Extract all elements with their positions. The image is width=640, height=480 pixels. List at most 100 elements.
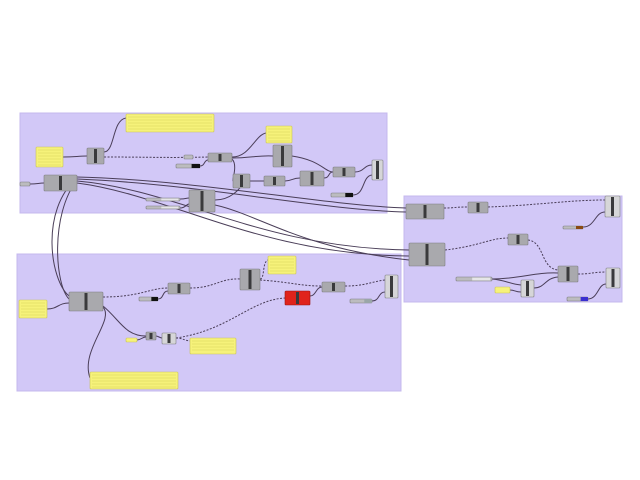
- wire: [103, 117, 127, 153]
- panel[interactable]: [267, 255, 297, 275]
- error-component-node[interactable]: [284, 290, 311, 306]
- wire: [587, 283, 607, 300]
- wires-layer: [29, 117, 607, 379]
- component-node[interactable]: [507, 233, 529, 246]
- slider-track: [161, 198, 179, 201]
- wire: [344, 279, 386, 287]
- component-node[interactable]: [43, 174, 78, 192]
- component-node[interactable]: [321, 281, 346, 293]
- component-node[interactable]: [232, 173, 251, 189]
- wire: [102, 287, 169, 298]
- node-title-bar: [281, 146, 284, 166]
- wire: [527, 239, 559, 271]
- node-title-bar: [200, 191, 204, 211]
- node-title-bar: [376, 161, 379, 179]
- panel-body: [189, 337, 237, 355]
- wire: [136, 336, 147, 341]
- swatch-fill: [191, 164, 200, 168]
- panel[interactable]: [265, 125, 293, 144]
- component-node[interactable]: [467, 201, 489, 214]
- param-node-body: [183, 154, 194, 160]
- group-bottom-left[interactable]: [16, 253, 402, 392]
- panel[interactable]: [494, 286, 511, 294]
- wire: [76, 180, 410, 251]
- node-title-bar: [342, 168, 346, 176]
- groups-layer: [16, 112, 623, 392]
- node-title-bar: [167, 334, 171, 343]
- wire: [76, 178, 407, 213]
- component-node[interactable]: [384, 274, 399, 299]
- colour-swatch-grey[interactable]: [349, 298, 373, 304]
- component-node[interactable]: [604, 195, 621, 218]
- component-node[interactable]: [161, 332, 177, 345]
- param-node[interactable]: [19, 181, 31, 187]
- node-title-bar: [149, 333, 153, 339]
- wire: [371, 291, 386, 302]
- wire: [155, 335, 163, 339]
- wire: [491, 278, 522, 286]
- wire: [577, 271, 607, 275]
- slider-track: [161, 206, 179, 209]
- component-node[interactable]: [207, 152, 233, 163]
- number-slider[interactable]: [145, 205, 181, 210]
- node-title-bar: [94, 149, 97, 163]
- node-title-bar: [611, 269, 615, 287]
- component-node[interactable]: [188, 189, 216, 213]
- panel[interactable]: [125, 337, 138, 343]
- component-node[interactable]: [239, 268, 261, 291]
- node-title-bar: [296, 292, 299, 304]
- component-node[interactable]: [371, 159, 384, 181]
- node-title-bar: [611, 197, 614, 216]
- component-node[interactable]: [86, 147, 105, 165]
- node-title-bar: [516, 235, 520, 244]
- wire: [582, 211, 606, 228]
- colour-swatch-black[interactable]: [175, 163, 201, 169]
- node-title-bar: [566, 267, 570, 281]
- node-title-bar: [332, 283, 335, 291]
- number-slider[interactable]: [455, 276, 493, 282]
- node-title-bar: [425, 244, 429, 265]
- component-node[interactable]: [272, 144, 293, 168]
- wire: [533, 276, 559, 289]
- panel[interactable]: [89, 371, 179, 390]
- component-node[interactable]: [68, 291, 104, 312]
- component-node[interactable]: [405, 203, 445, 220]
- nodes-layer: [18, 113, 621, 390]
- component-node[interactable]: [145, 331, 157, 341]
- wire: [487, 199, 606, 208]
- component-node[interactable]: [299, 170, 325, 187]
- component-node[interactable]: [408, 242, 446, 267]
- param-node-body: [19, 181, 31, 187]
- wire: [444, 237, 509, 251]
- wire: [352, 174, 373, 196]
- wire: [491, 272, 559, 280]
- wire: [189, 278, 241, 289]
- component-node[interactable]: [520, 279, 535, 298]
- panel[interactable]: [18, 299, 48, 319]
- component-node[interactable]: [557, 265, 579, 283]
- panel[interactable]: [125, 113, 215, 133]
- swatch-fill: [580, 297, 588, 301]
- number-slider[interactable]: [145, 197, 181, 202]
- panel[interactable]: [189, 337, 237, 355]
- colour-swatch-blue[interactable]: [566, 296, 589, 302]
- colour-swatch-brown[interactable]: [562, 225, 584, 230]
- wire: [57, 179, 78, 300]
- node-title-bar: [84, 293, 88, 310]
- param-node[interactable]: [183, 154, 194, 160]
- component-node[interactable]: [263, 175, 286, 187]
- component-node[interactable]: [332, 166, 356, 178]
- colour-swatch-black[interactable]: [330, 192, 354, 198]
- component-node[interactable]: [605, 267, 621, 289]
- colour-swatch-black[interactable]: [138, 296, 159, 302]
- wire: [323, 171, 334, 179]
- panel-body: [265, 125, 293, 144]
- panel-body: [494, 286, 511, 294]
- wire: [214, 204, 410, 261]
- wire: [309, 286, 323, 297]
- component-node[interactable]: [167, 282, 191, 295]
- wire: [46, 302, 70, 310]
- wire: [291, 155, 334, 173]
- panel[interactable]: [35, 146, 64, 168]
